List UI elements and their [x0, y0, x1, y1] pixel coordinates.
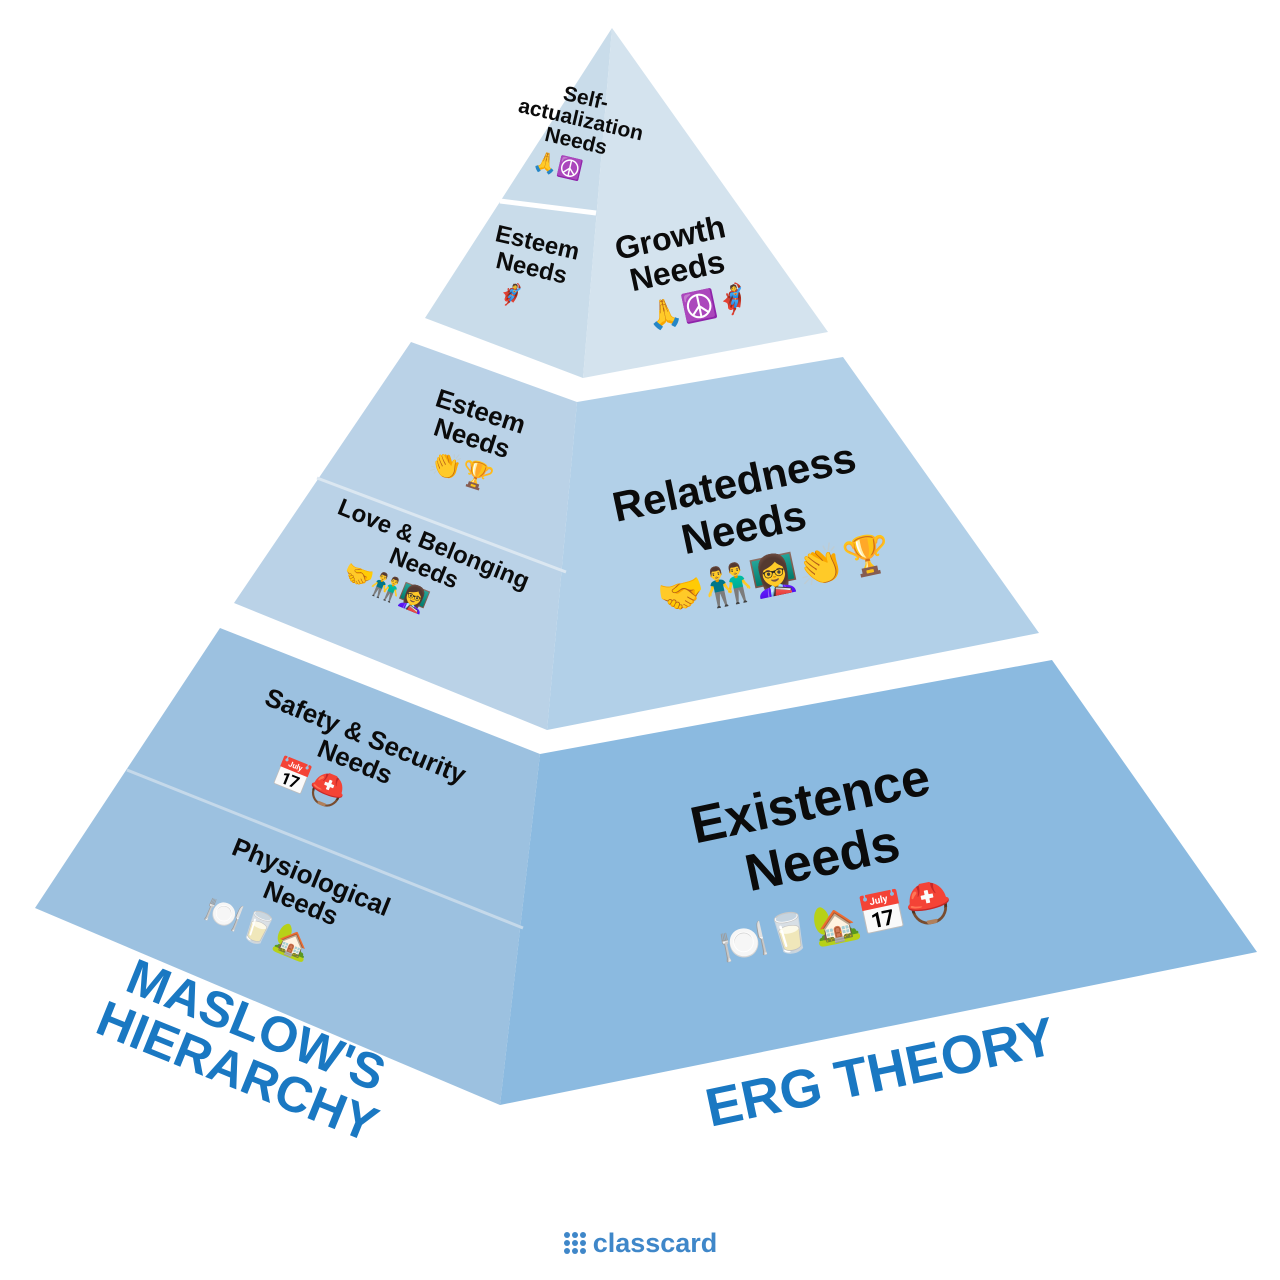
middle-tier-right-face [547, 357, 1039, 730]
classcard-dots-icon [563, 1231, 587, 1255]
bottom-tier-left-face [35, 628, 540, 1105]
erg-growth: Growth Needs 🙏☮️🦸 [612, 208, 754, 333]
maslow-self-actualization: Self- actualization Needs 🙏☮️ [516, 82, 645, 183]
top-tier-divider [499, 198, 597, 216]
middle-tier-left-face [234, 342, 577, 730]
middle-tier-divider [316, 476, 567, 574]
bottom-tier-divider [126, 768, 524, 930]
top-tier-right-face [583, 28, 828, 378]
classcard-wordmark: classcard [592, 1228, 718, 1258]
classcard-logo: classcard [0, 1228, 1280, 1259]
bottom-tier-right-face [500, 660, 1257, 1105]
